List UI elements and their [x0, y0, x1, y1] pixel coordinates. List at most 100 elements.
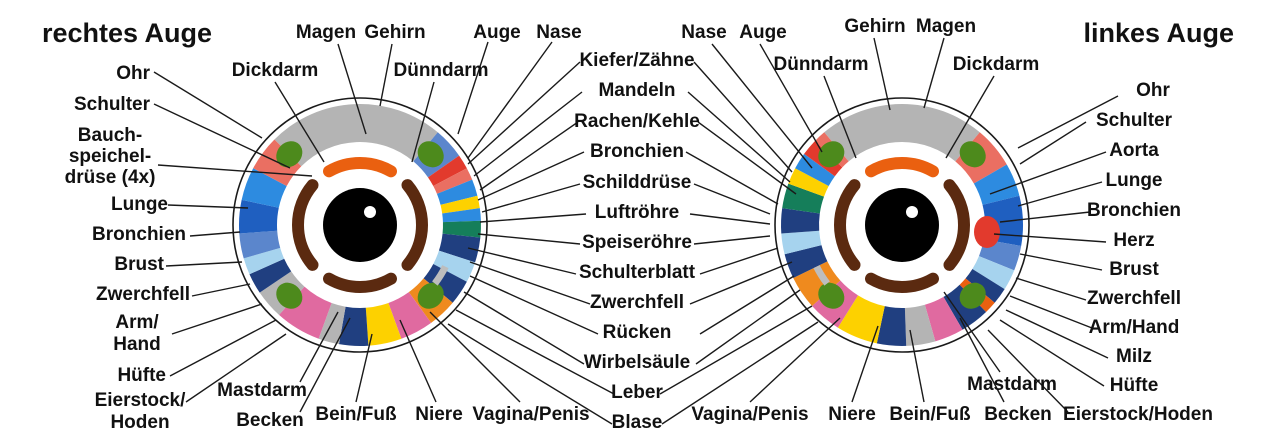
left-label-auge: Auge — [739, 22, 787, 43]
spine-mark — [432, 265, 449, 286]
right-label-nase: Nase — [536, 22, 581, 43]
right-label-becken: Becken — [236, 410, 304, 431]
center-label-mandeln: Mandeln — [598, 80, 675, 101]
leader-line — [689, 261, 793, 305]
leader-line — [299, 311, 339, 383]
left-label-nase: Nase — [681, 22, 726, 43]
organ-dot — [417, 141, 444, 168]
right-label-mastdarm: Mastdarm — [217, 380, 307, 401]
organ-dot — [818, 282, 845, 309]
right-label-hand: Hand — [113, 334, 161, 355]
pupil — [323, 188, 397, 262]
leader-line — [479, 213, 587, 223]
left-label-becken: Becken — [984, 404, 1052, 425]
leader-line — [379, 43, 393, 107]
right-iris-map — [232, 97, 488, 353]
iris-sector — [243, 247, 285, 275]
left-label-herz: Herz — [1113, 230, 1154, 251]
iris-sector — [388, 292, 432, 339]
right-label-gehirn: Gehirn — [364, 22, 425, 43]
pupil-highlight — [364, 206, 376, 218]
large-bowel-arc — [292, 179, 319, 271]
leader-line — [1005, 309, 1109, 359]
iris-sector — [965, 268, 1005, 303]
leader-line — [711, 43, 813, 169]
leader-line — [987, 329, 1069, 413]
leader-line — [429, 311, 521, 403]
leader-line — [167, 204, 249, 209]
leader-line — [189, 231, 241, 237]
right-label-eierstock: Eierstock/ — [95, 390, 187, 411]
center-label-bronchien: Bronchien — [590, 141, 684, 162]
large-bowel-arc — [943, 179, 970, 271]
leader-line — [1019, 121, 1087, 165]
leader-line — [759, 43, 823, 153]
leader-line — [455, 309, 615, 395]
leader-line — [697, 121, 797, 195]
leader-line — [157, 164, 313, 177]
leader-line — [923, 37, 945, 109]
organ-dot — [959, 282, 986, 309]
leader-line — [661, 321, 819, 425]
left-label-schulter: Schulter — [1096, 110, 1173, 131]
leader-line — [699, 247, 779, 275]
left-label-niere: Niere — [828, 404, 876, 425]
iris-sector — [972, 256, 1015, 290]
iris-sector — [241, 168, 287, 208]
leader-line — [411, 81, 435, 163]
leader-line — [851, 325, 879, 403]
leader-line — [399, 319, 437, 403]
center-label-speiseroehre: Speiseröhre — [582, 232, 692, 253]
center-label-kiefer-zaehne: Kiefer/Zähne — [579, 50, 694, 71]
right-label-bronchien: Bronchien — [92, 224, 186, 245]
left-label-milz: Milz — [1116, 346, 1152, 367]
iris-sector — [781, 208, 820, 234]
iris-sector — [781, 230, 822, 255]
leader-line — [873, 37, 891, 111]
iris-sector — [924, 296, 963, 342]
pupil-highlight — [906, 206, 918, 218]
leader-line — [447, 323, 613, 425]
right-label-lunge: Lunge — [111, 194, 168, 215]
leader-line — [469, 275, 599, 335]
leader-line — [909, 329, 925, 403]
center-label-blase: Blase — [612, 412, 663, 433]
leader-line — [473, 91, 583, 177]
leader-line — [1017, 181, 1103, 207]
left-label-dickdarm: Dickdarm — [953, 54, 1040, 75]
leader-line — [999, 211, 1091, 223]
right-label-bauchspeicheldruese-1: Bauch- — [78, 125, 142, 146]
iris-sector — [423, 263, 467, 303]
iris-sector — [279, 286, 332, 339]
center-label-leber: Leber — [611, 382, 663, 403]
small-bowel-arc — [401, 179, 428, 271]
leader-line — [274, 81, 325, 163]
rectum-arc — [865, 272, 939, 293]
right-label-schulter: Schulter — [74, 94, 151, 115]
right-label-arm: Arm/ — [115, 312, 159, 333]
left-iris-map — [774, 97, 1030, 353]
organ-dot — [276, 282, 303, 309]
left-label-ohr: Ohr — [1136, 80, 1170, 101]
stomach-arc — [323, 157, 397, 178]
right-label-bein-fuss: Bein/Fuß — [315, 404, 397, 425]
right-label-bauchspeicheldruese-2: speichel- — [69, 146, 151, 167]
iris-sector — [943, 284, 987, 330]
right-label-magen: Magen — [296, 22, 356, 43]
leader-line — [481, 183, 581, 213]
left-label-bein-fuss: Bein/Fuß — [889, 404, 971, 425]
iris-sector — [793, 261, 841, 306]
leader-line — [153, 71, 263, 139]
iris-sector — [837, 295, 885, 344]
iris-sector — [338, 306, 369, 346]
rectum-arc — [323, 272, 397, 293]
leader-line — [191, 283, 251, 297]
leader-line — [693, 235, 771, 245]
right-label-zwerchfell: Zwerchfell — [96, 284, 190, 305]
stomach-arc — [865, 157, 939, 178]
left-label-aorta: Aorta — [1109, 140, 1159, 161]
leader-line — [467, 61, 581, 165]
center-label-ruecken: Rücken — [603, 322, 672, 343]
right-label-vagina-penis: Vagina/Penis — [472, 404, 589, 425]
